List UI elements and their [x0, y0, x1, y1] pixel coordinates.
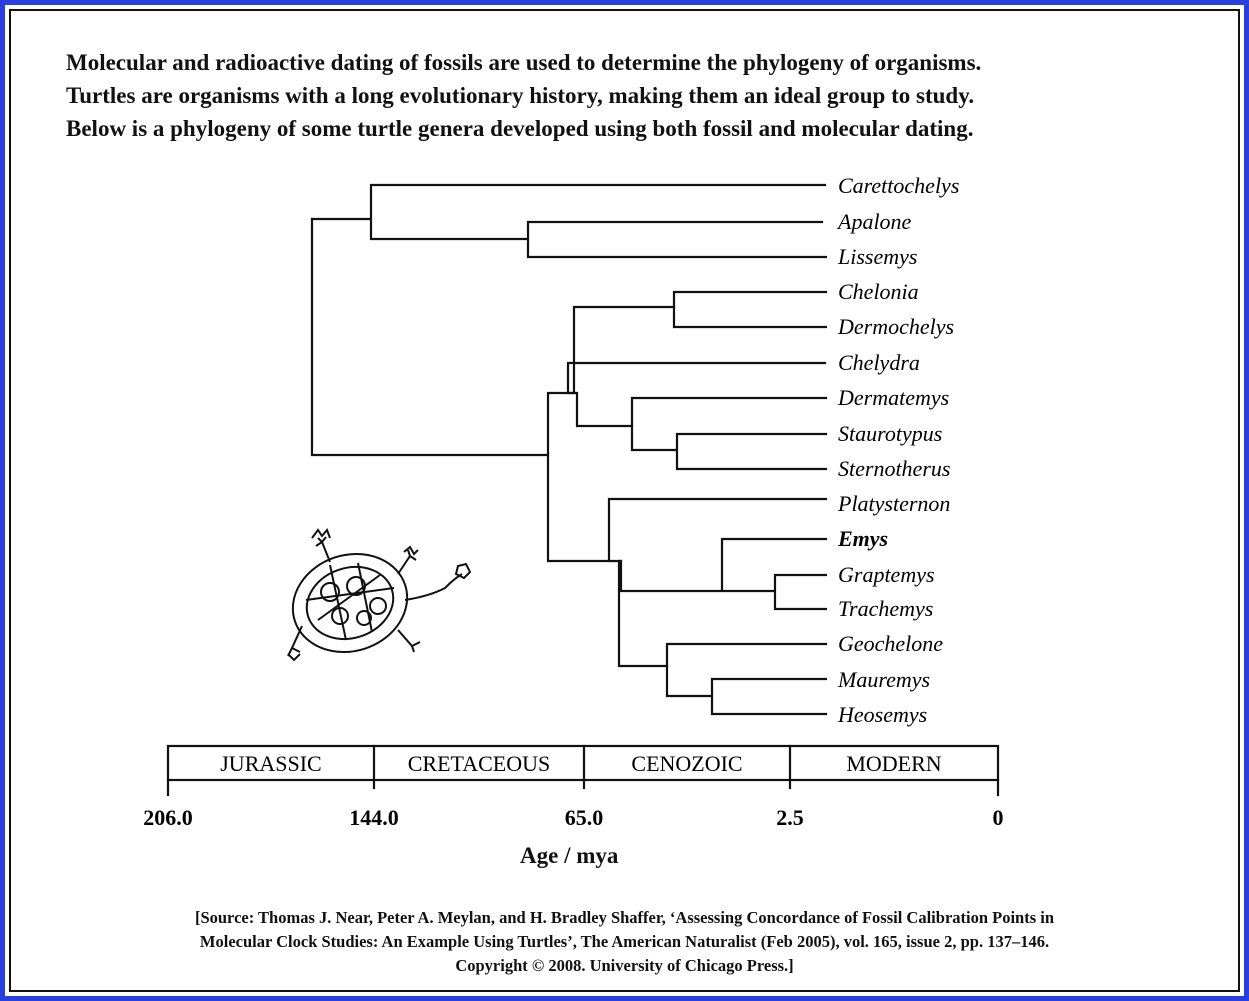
intro-line-1: Molecular and radioactive dating of foss… — [66, 50, 982, 75]
tick-label: 144.0 — [349, 805, 399, 830]
taxon-label: Emys — [837, 526, 888, 551]
source-citation: [Source: Thomas J. Near, Peter A. Meylan… — [20, 906, 1229, 978]
branch-testudinids — [665, 642, 828, 716]
branch-trionychia — [310, 183, 828, 259]
branch-sea-turtles — [672, 290, 828, 329]
branch-testudinoids — [607, 497, 828, 668]
era-label-cenozoic: CENOZOIC — [631, 751, 742, 776]
taxon-label: Platysternon — [837, 491, 950, 516]
intro-line-2: Turtles are organisms with a long evolut… — [66, 83, 975, 108]
tick-label: 2.5 — [776, 805, 804, 830]
taxon-label: Lissemys — [837, 244, 917, 269]
era-label-cretaceous: CRETACEOUS — [408, 751, 550, 776]
taxon-label: Apalone — [836, 209, 912, 234]
tick-label: 0 — [993, 805, 1004, 830]
taxon-label: Graptemys — [838, 562, 935, 587]
source-line-2: Molecular Clock Studies: An Example Usin… — [199, 932, 1050, 951]
source-line-1: [Source: Thomas J. Near, Peter A. Meylan… — [194, 908, 1055, 927]
era-label-jurassic: JURASSIC — [220, 751, 321, 776]
source-line-3: Copyright © 2008. University of Chicago … — [455, 956, 794, 975]
age-ticks: 206.0 144.0 65.0 2.5 0 — [143, 805, 1003, 830]
era-dividers — [166, 744, 1000, 797]
branch-kinosternoids — [630, 396, 828, 471]
taxon-label: Trachemys — [838, 596, 933, 621]
tick-label: 65.0 — [565, 805, 604, 830]
era-labels: JURASSIC CRETACEOUS CENOZOIC MODERN — [220, 751, 942, 776]
taxon-label: Geochelone — [838, 631, 943, 656]
taxon-labels: Carettochelys Apalone Lissemys Chelonia … — [836, 173, 959, 727]
branch-root — [310, 217, 550, 457]
taxon-label: Mauremys — [837, 667, 930, 692]
branch-emydids — [619, 537, 828, 611]
taxon-label: Chelydra — [838, 350, 920, 375]
taxon-label: Dermochelys — [837, 314, 954, 339]
taxon-label: Carettochelys — [838, 173, 959, 198]
taxon-label: Chelonia — [838, 279, 919, 304]
era-label-modern: MODERN — [846, 751, 941, 776]
content-border — [9, 9, 1240, 992]
taxon-label: Dermatemys — [837, 385, 949, 410]
axis-title: Age / mya — [520, 843, 619, 868]
taxon-label: Heosemys — [837, 702, 927, 727]
taxon-label: Staurotypus — [838, 421, 942, 446]
turtle-illustration — [287, 528, 472, 662]
intro-line-3: Below is a phylogeny of some turtle gene… — [66, 116, 974, 141]
intro-text: Molecular and radioactive dating of foss… — [66, 46, 1186, 145]
tick-label: 206.0 — [143, 805, 193, 830]
taxon-label: Sternotherus — [838, 456, 950, 481]
branch-upper-group — [566, 305, 827, 428]
